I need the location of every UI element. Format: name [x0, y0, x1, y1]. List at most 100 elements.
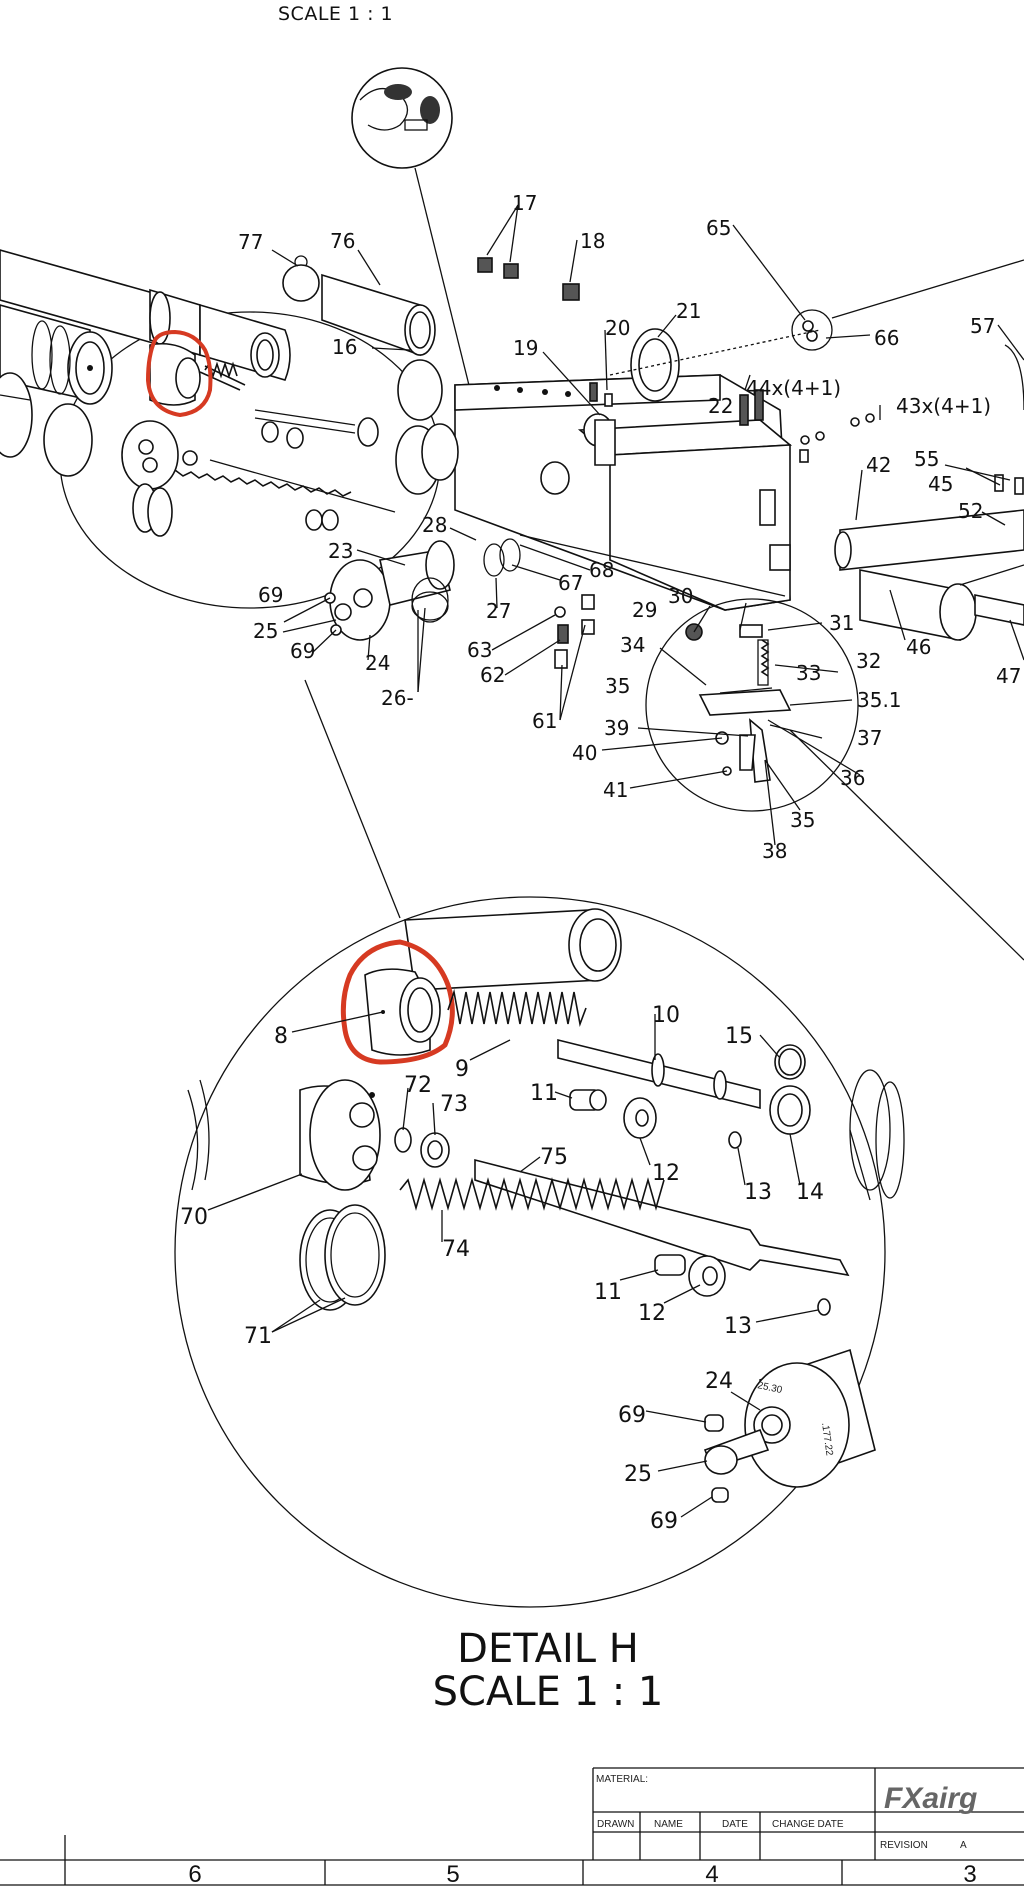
detail-h-circle [174, 896, 905, 1608]
receiver-body [395, 374, 793, 611]
label-68: 68 [589, 558, 614, 582]
middle-parts [324, 538, 595, 669]
label-76: 76 [330, 229, 355, 253]
label-65: 65 [706, 216, 731, 240]
tb-drawn: DRAWN [597, 1819, 634, 1830]
zone-ruler: 6 5 4 3 [0, 1835, 1024, 1888]
label-16: 16 [332, 335, 357, 359]
label-77: 77 [238, 230, 263, 254]
zone-3: 3 [963, 1861, 976, 1888]
label-47: 47 [996, 664, 1021, 688]
detail-label-72: 72 [404, 1073, 432, 1098]
zone-5: 5 [446, 1861, 459, 1888]
tb-date: DATE [722, 1819, 748, 1830]
detail-scale: SCALE 1 : 1 [433, 1669, 664, 1715]
detail-label-14: 14 [796, 1180, 824, 1205]
label-31: 31 [829, 611, 854, 635]
label-21: 21 [676, 299, 701, 323]
detail-label-70: 70 [180, 1205, 208, 1230]
tb-revision-value: A [960, 1840, 967, 1851]
label-69b: 69 [290, 639, 315, 663]
detail-label-12a: 12 [652, 1161, 680, 1186]
upper-leaders [271, 204, 1024, 846]
label-46: 46 [906, 635, 931, 659]
label-20: 20 [605, 316, 630, 340]
detail-label-9: 9 [455, 1057, 469, 1082]
label-35a: 35 [605, 674, 630, 698]
trigger-group [645, 598, 1024, 961]
detail-label-13a: 13 [744, 1180, 772, 1205]
label-37: 37 [857, 726, 882, 750]
detail-leaders [207, 1011, 819, 1518]
detail-label-10: 10 [652, 1003, 680, 1028]
label-43x: 43x(4+1) [896, 394, 991, 418]
label-35b: 35 [790, 808, 815, 832]
engraving-top: 25.30 [756, 1380, 783, 1396]
label-35-1: 35.1 [857, 688, 902, 712]
label-40: 40 [572, 741, 597, 765]
label-42: 42 [866, 453, 891, 477]
upper-inner-parts [121, 409, 396, 537]
label-25: 25 [253, 619, 278, 643]
tb-revision: REVISION [880, 1840, 928, 1851]
label-66: 66 [874, 326, 899, 350]
fx-logo: FXairg [884, 1782, 977, 1815]
detail-label-13b: 13 [724, 1314, 752, 1339]
zone-6: 6 [188, 1861, 201, 1888]
right-tubes [834, 474, 1024, 661]
detail-label-8: 8 [274, 1024, 288, 1049]
label-29: 29 [632, 598, 657, 622]
detail-label-25: 25 [624, 1462, 652, 1487]
label-52: 52 [958, 499, 983, 523]
upper-right-parts [282, 255, 1024, 463]
label-28: 28 [422, 513, 447, 537]
label-44x: 44x(4+1) [746, 376, 841, 400]
detail-labels: 8 9 10 15 11 72 73 12 13 14 70 75 74 11 … [180, 1003, 824, 1534]
label-30: 30 [668, 584, 693, 608]
label-39: 39 [604, 716, 629, 740]
engraving-side: .177.22 [819, 1422, 835, 1457]
label-67: 67 [558, 571, 583, 595]
label-27: 27 [486, 599, 511, 623]
tb-material: MATERIAL: [596, 1774, 648, 1785]
detail-label-75: 75 [540, 1145, 568, 1170]
label-41: 41 [603, 778, 628, 802]
detail-label-24: 24 [705, 1369, 733, 1394]
detail-label-15: 15 [725, 1024, 753, 1049]
label-17: 17 [512, 191, 537, 215]
label-23: 23 [328, 539, 353, 563]
label-18: 18 [580, 229, 605, 253]
label-62: 62 [480, 663, 505, 687]
label-19: 19 [513, 336, 538, 360]
detail-label-11a: 11 [530, 1081, 558, 1106]
label-33: 33 [796, 661, 821, 685]
label-55: 55 [914, 447, 939, 471]
title-block: MATERIAL: DRAWN NAME DATE CHANGE DATE RE… [592, 1767, 1024, 1860]
zone-4: 4 [705, 1861, 718, 1888]
label-38: 38 [762, 839, 787, 863]
label-63: 63 [467, 638, 492, 662]
detail-label-69a: 69 [618, 1403, 646, 1428]
label-26: 26- [381, 686, 414, 710]
label-34: 34 [620, 633, 645, 657]
main-tubes [0, 249, 291, 477]
label-22: 22 [708, 394, 733, 418]
label-24: 24 [365, 651, 390, 675]
label-57: 57 [970, 314, 995, 338]
label-69a: 69 [258, 583, 283, 607]
detail-label-71: 71 [244, 1324, 272, 1349]
detail-title: DETAIL H [457, 1626, 639, 1672]
scale-top-label: SCALE 1 : 1 [278, 3, 393, 25]
detail-parts: 25.30 .177.22 [299, 939, 876, 1503]
detail-label-11b: 11 [594, 1280, 622, 1305]
label-61: 61 [532, 709, 557, 733]
detail-label-74: 74 [442, 1237, 470, 1262]
highlight-small-part [145, 329, 246, 418]
tb-change-date: CHANGE DATE [772, 1819, 844, 1830]
detail-label-73: 73 [440, 1092, 468, 1117]
label-45: 45 [928, 472, 953, 496]
label-32: 32 [856, 649, 881, 673]
upper-labels: 77 76 17 18 65 66 57 16 19 20 21 44x(4+1… [238, 191, 1021, 863]
detail-label-69b: 69 [650, 1509, 678, 1534]
